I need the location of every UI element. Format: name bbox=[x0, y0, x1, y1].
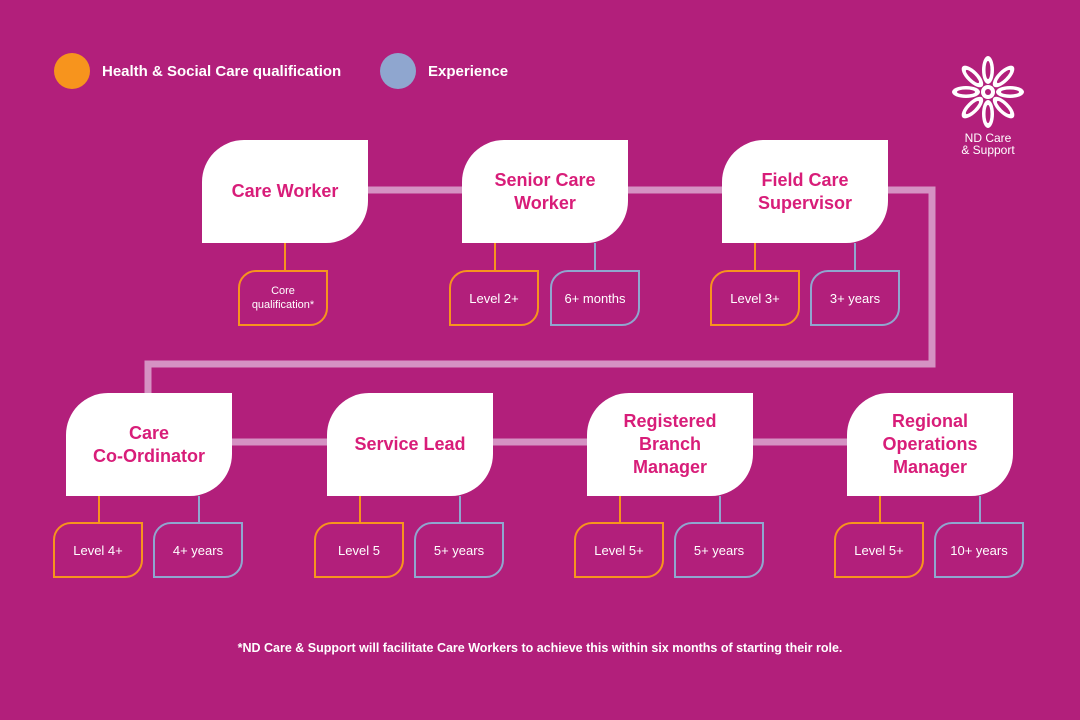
experience-label: 6+ months bbox=[564, 290, 626, 306]
qualification-box: Level 5+ bbox=[574, 522, 664, 578]
flower-logo-icon bbox=[952, 56, 1024, 128]
role-card-service-lead: Service Lead bbox=[327, 393, 493, 496]
role-card-care-coordinator: Care Co-Ordinator bbox=[66, 393, 232, 496]
pathway-line bbox=[144, 186, 936, 446]
role-card-field-care-supervisor: Field Care Supervisor bbox=[722, 140, 888, 243]
role-card-care-worker: Care Worker bbox=[202, 140, 368, 243]
role-card-regional-operations-manager: Regional Operations Manager bbox=[847, 393, 1013, 496]
qualification-box: Level 4+ bbox=[53, 522, 143, 578]
qualification-label: Level 5 bbox=[338, 542, 380, 558]
qualification-label: Level 5+ bbox=[594, 542, 644, 558]
role-card-senior-care-worker: Senior Care Worker bbox=[462, 140, 628, 243]
experience-label: 3+ years bbox=[829, 290, 881, 306]
qualification-box: Level 5 bbox=[314, 522, 404, 578]
experience-box: 5+ years bbox=[414, 522, 504, 578]
qualification-box: Core qualification* bbox=[238, 270, 328, 326]
qualification-label: Core qualification* bbox=[251, 285, 315, 311]
experience-label: 10+ years bbox=[950, 542, 1008, 558]
legend-qualification-label: Health & Social Care qualification bbox=[102, 62, 342, 80]
qualification-label: Level 4+ bbox=[73, 542, 123, 558]
role-label: Regional Operations Manager bbox=[882, 411, 978, 477]
qualification-box: Level 5+ bbox=[834, 522, 924, 578]
role-label: Field Care Supervisor bbox=[757, 169, 853, 213]
qualification-box: Level 2+ bbox=[449, 270, 539, 326]
experience-box: 3+ years bbox=[810, 270, 900, 326]
experience-label: 5+ years bbox=[693, 542, 745, 558]
qualification-label: Level 5+ bbox=[854, 542, 904, 558]
role-card-registered-branch-manager: Registered Branch Manager bbox=[587, 393, 753, 496]
role-label: Care Worker bbox=[231, 181, 339, 201]
qualification-label: Level 3+ bbox=[730, 290, 780, 306]
experience-box: 10+ years bbox=[934, 522, 1024, 578]
footnote: *ND Care & Support will facilitate Care … bbox=[237, 641, 843, 655]
role-label: Care Co-Ordinator bbox=[93, 422, 205, 466]
experience-box: 5+ years bbox=[674, 522, 764, 578]
logo-text-line2: & Support bbox=[961, 143, 1015, 157]
legend-experience: Experience bbox=[380, 53, 508, 89]
qualification-label: Level 2+ bbox=[469, 290, 519, 306]
qualification-dot-icon bbox=[54, 53, 90, 89]
role-label: Registered Branch Manager bbox=[623, 411, 717, 477]
experience-label: 5+ years bbox=[433, 542, 485, 558]
qualification-box: Level 3+ bbox=[710, 270, 800, 326]
legend-experience-label: Experience bbox=[428, 62, 509, 80]
experience-box: 6+ months bbox=[550, 270, 640, 326]
logo-text-line1: ND Care bbox=[964, 131, 1012, 145]
experience-dot-icon bbox=[380, 53, 416, 89]
experience-box: 4+ years bbox=[153, 522, 243, 578]
role-label: Service Lead bbox=[354, 434, 466, 454]
nd-care-logo: ND Care & Support bbox=[948, 52, 1028, 162]
role-label: Senior Care Worker bbox=[494, 169, 596, 213]
legend-qualification: Health & Social Care qualification bbox=[54, 53, 341, 89]
experience-label: 4+ years bbox=[172, 542, 224, 558]
